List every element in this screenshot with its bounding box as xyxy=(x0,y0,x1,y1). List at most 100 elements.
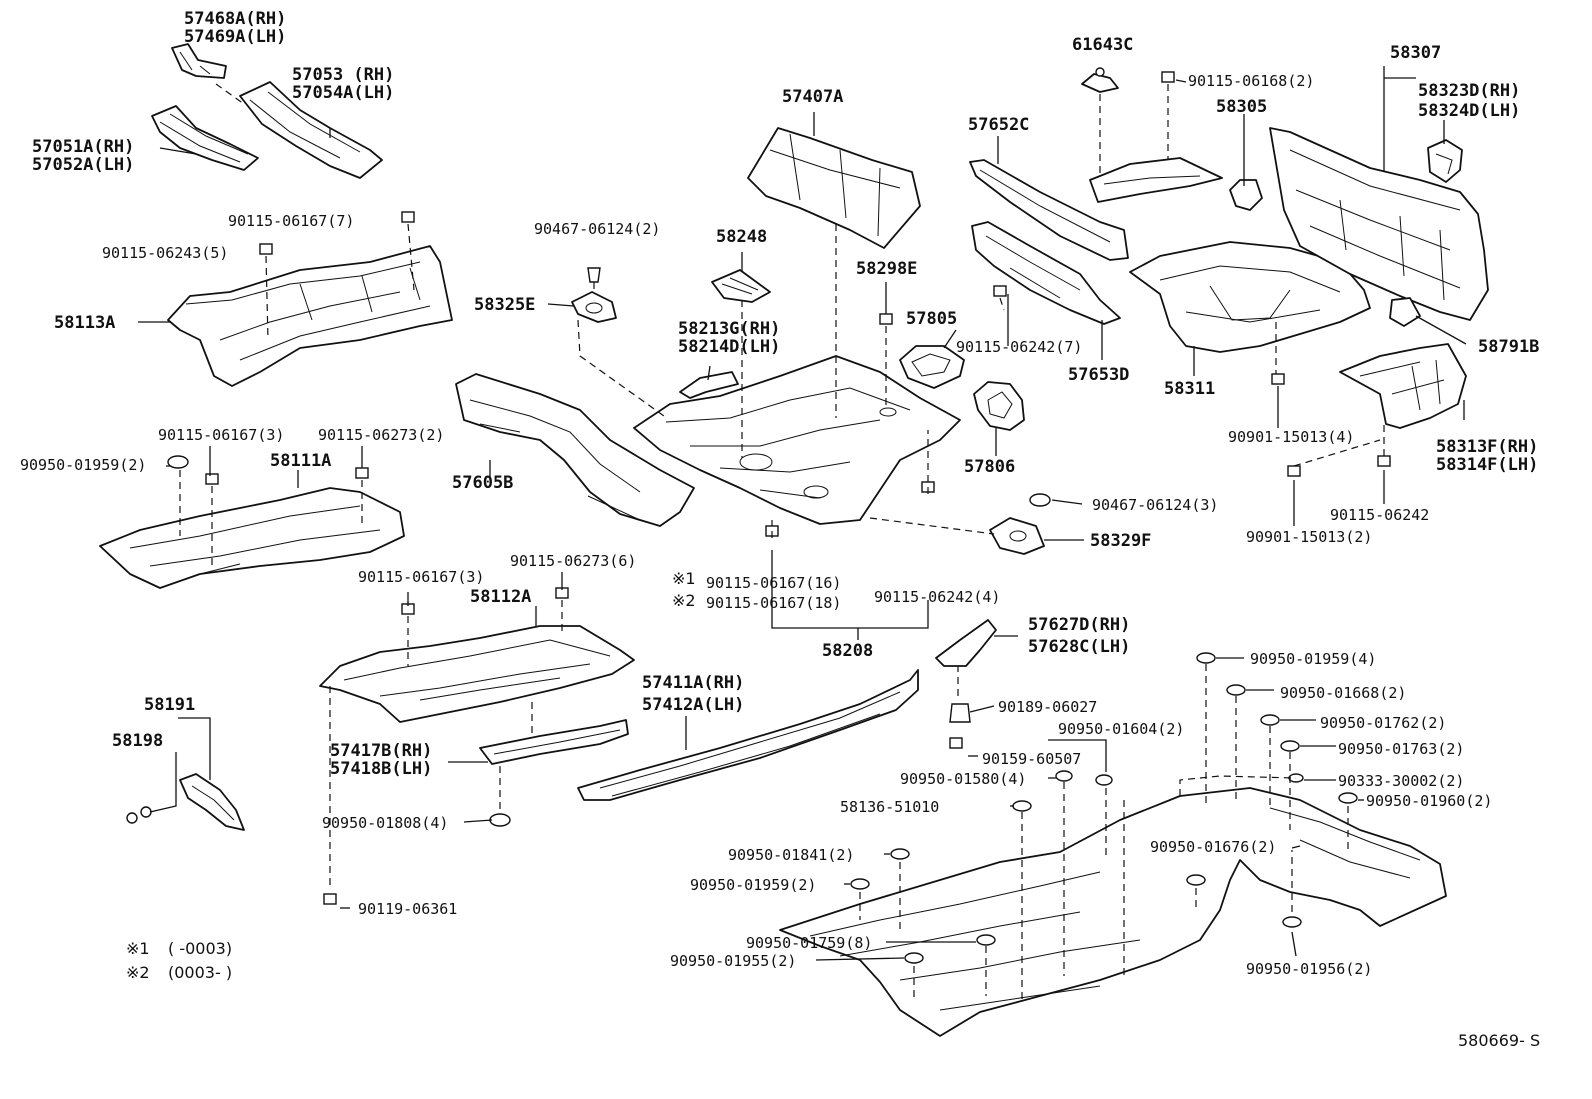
label-57053: 57053 (RH) xyxy=(292,65,394,85)
label-57051a: 57051A(RH) xyxy=(32,137,134,157)
label-58111a: 58111A xyxy=(270,451,331,471)
part-58313f xyxy=(1339,343,1467,429)
label-90159-60507: 90159-60507 xyxy=(982,750,1081,768)
label-90115-06167-3b: 90115-06167(3) xyxy=(358,568,484,586)
part-61643c xyxy=(1081,67,1119,93)
part-57627d xyxy=(935,619,997,667)
label-90115-06167-3a: 90115-06167(3) xyxy=(158,426,284,444)
diagram-id: 580669- S xyxy=(1458,1031,1540,1050)
label-58248: 58248 xyxy=(716,227,767,247)
part-57411a xyxy=(577,669,919,801)
part-58112a xyxy=(319,625,635,723)
label-57805: 57805 xyxy=(906,309,957,329)
label-57412a: 57412A(LH) xyxy=(642,695,744,715)
footnote-1-range: ( -0003) xyxy=(168,939,232,958)
label-90467-06124-3: 90467-06124(3) xyxy=(1092,496,1218,514)
part-57468a xyxy=(171,43,227,79)
plug-icon xyxy=(167,455,1358,964)
label-90950-01959-4: 90950-01959(4) xyxy=(1250,650,1376,668)
part-floor-plug-view xyxy=(779,787,1447,1037)
label-58298e: 58298E xyxy=(856,259,917,279)
label-90950-01676-2: 90950-01676(2) xyxy=(1150,838,1276,856)
label-58307: 58307 xyxy=(1390,43,1441,63)
part-57653d xyxy=(971,221,1121,325)
part-58213g xyxy=(679,371,739,399)
label-90115-06242-4: 90115-06242(4) xyxy=(874,588,1000,606)
label-90950-01956-2: 90950-01956(2) xyxy=(1246,960,1372,978)
label-58213g: 58213G(RH) xyxy=(678,319,780,339)
part-58329f xyxy=(989,517,1045,555)
label-58214d: 58214D(LH) xyxy=(678,337,780,357)
label-90950-01580-4: 90950-01580(4) xyxy=(900,770,1026,788)
label-58329f: 58329F xyxy=(1090,531,1151,551)
label-57605b: 57605B xyxy=(452,473,513,493)
part-58307 xyxy=(1269,127,1489,321)
label-90950-01955-2: 90950-01955(2) xyxy=(670,952,796,970)
part-58198 xyxy=(126,806,152,824)
leader-lines xyxy=(138,66,1467,961)
part-57051a xyxy=(151,105,259,171)
label-57627d: 57627D(RH) xyxy=(1028,615,1130,635)
part-58191 xyxy=(179,773,245,831)
label-90189-06027: 90189-06027 xyxy=(998,698,1097,716)
part-58248 xyxy=(711,269,771,303)
label-90950-01959-2a: 90950-01959(2) xyxy=(20,456,146,474)
label-58198: 58198 xyxy=(112,731,163,751)
label-90901-15013-4: 90901-15013(4) xyxy=(1228,428,1354,446)
label-58311: 58311 xyxy=(1164,379,1215,399)
part-plate-90115-06168 xyxy=(1089,157,1223,203)
footnote-2-range: (0003- ) xyxy=(168,963,232,982)
label-57628c: 57628C(LH) xyxy=(1028,637,1130,657)
label-90950-01763-2: 90950-01763(2) xyxy=(1338,740,1464,758)
label-58314f: 58314F(LH) xyxy=(1436,455,1538,475)
label-57469a: 57469A(LH) xyxy=(184,27,286,47)
label-58324d: 58324D(LH) xyxy=(1418,101,1520,121)
part-58311 xyxy=(1129,241,1371,353)
label-90950-01759-8: 90950-01759(8) xyxy=(746,934,872,952)
footnote-2-mark: ※2 xyxy=(126,963,150,982)
part-57417b xyxy=(479,719,629,765)
date-notes: ※1 ( -0003) ※2 (0003- ) xyxy=(126,939,232,982)
label-58323d: 58323D(RH) xyxy=(1418,81,1520,101)
label-90115-06273-6: 90115-06273(6) xyxy=(510,552,636,570)
part-58791b xyxy=(1389,297,1421,327)
label-90950-01960-2: 90950-01960(2) xyxy=(1366,792,1492,810)
label-58136-51010: 58136-51010 xyxy=(840,798,939,816)
part-57053 xyxy=(239,81,383,179)
footnote-1-mark: ※1 xyxy=(126,939,150,958)
label-90467-06124-2: 90467-06124(2) xyxy=(534,220,660,238)
label-90115-06242-7: 90115-06242(7) xyxy=(956,338,1082,356)
part-58305 xyxy=(1229,179,1263,211)
label-90115-06167-18: 90115-06167(18) xyxy=(706,594,841,612)
label-57806: 57806 xyxy=(964,457,1015,477)
label-90950-01841-2: 90950-01841(2) xyxy=(728,846,854,864)
label-58112a: 58112A xyxy=(470,587,531,607)
note-mark-1: ※1 xyxy=(672,569,696,588)
label-90950-01959-2b: 90950-01959(2) xyxy=(690,876,816,894)
part-58113a xyxy=(167,245,453,387)
label-90901-15013-2: 90901-15013(2) xyxy=(1246,528,1372,546)
label-57652c: 57652C xyxy=(968,115,1029,135)
label-58325e: 58325E xyxy=(474,295,535,315)
label-90115-06167-16: 90115-06167(16) xyxy=(706,574,841,592)
note-mark-2: ※2 xyxy=(672,591,696,610)
label-57418b: 57418B(LH) xyxy=(330,759,432,779)
label-90119-06361: 90119-06361 xyxy=(358,900,457,918)
part-57652c xyxy=(969,159,1129,261)
label-58113a: 58113A xyxy=(54,313,115,333)
label-57653d: 57653D xyxy=(1068,365,1129,385)
label-90115-06242: 90115-06242 xyxy=(1330,506,1429,524)
assembly-lines xyxy=(179,83,1385,1000)
label-90115-06167-7: 90115-06167(7) xyxy=(228,212,354,230)
label-57052a: 57052A(LH) xyxy=(32,155,134,175)
part-57605b xyxy=(455,373,695,527)
part-58323d xyxy=(1427,139,1463,183)
label-90115-06168-2: 90115-06168(2) xyxy=(1188,72,1314,90)
label-57407a: 57407A xyxy=(782,87,843,107)
part-58325e xyxy=(571,291,617,323)
label-61643c: 61643C xyxy=(1072,35,1133,55)
label-57411a: 57411A(RH) xyxy=(642,673,744,693)
label-58313f: 58313F(RH) xyxy=(1436,437,1538,457)
